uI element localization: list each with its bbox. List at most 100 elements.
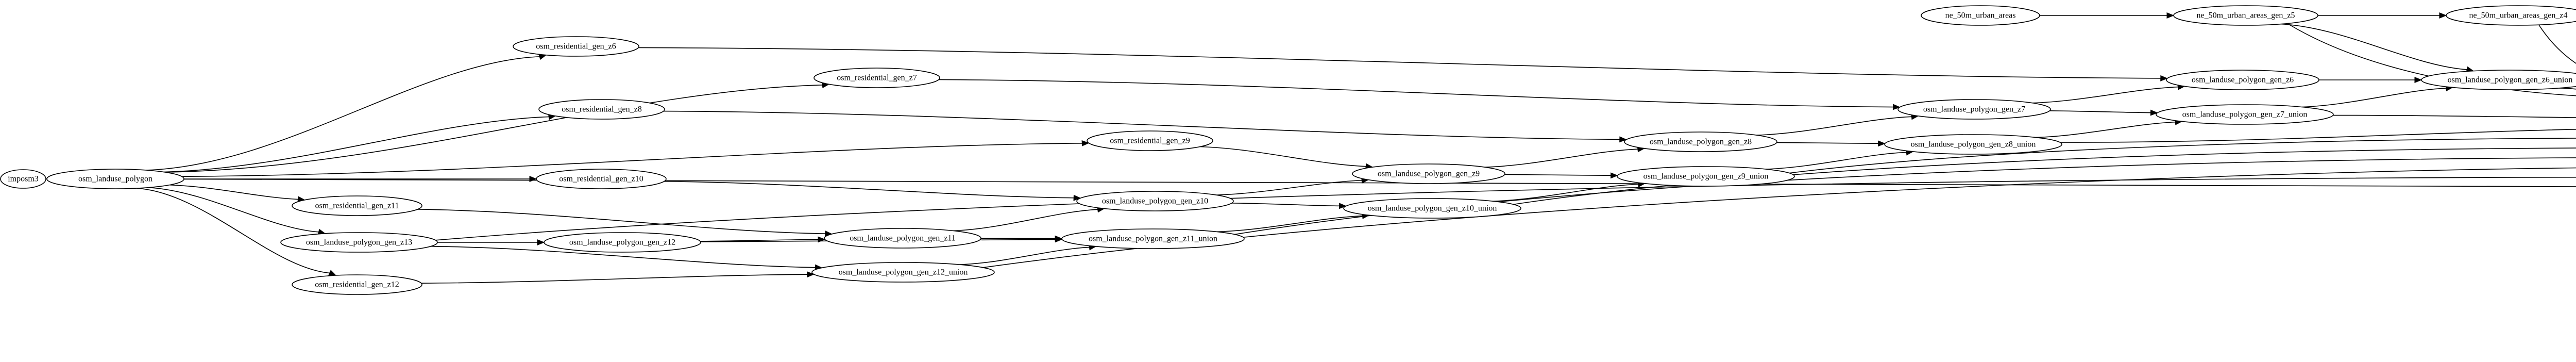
edge-arrowhead — [1073, 194, 1081, 201]
edge-arrowhead — [1611, 172, 1618, 179]
edge-osm_landuse_polygon_gen_z10-to-osm_landuse_polygon_gen_z9 — [1216, 179, 1363, 195]
edge-arrowhead — [1892, 104, 1901, 110]
edge-osm_landuse_polygon_gen_z12-to-osm_landuse_polygon_gen_z11 — [700, 239, 820, 242]
edge-arrowhead — [2166, 12, 2175, 19]
graph-node-osm_residential_gen_z6[interactable]: osm_residential_gen_z6 — [513, 36, 639, 57]
node-ellipse — [2166, 70, 2319, 90]
graph-node-osm_landuse_polygon_gen_z7[interactable]: osm_landuse_polygon_gen_z7 — [1897, 99, 2051, 120]
node-ellipse — [538, 99, 665, 120]
graph-node-osm_residential_gen_z12[interactable]: osm_residential_gen_z12 — [292, 274, 422, 295]
node-label: osm_residential_gen_z9 — [1110, 137, 1190, 145]
node-ellipse — [811, 262, 995, 283]
edge-osm_landuse_polygon-to-osm_residential_gen_z9 — [181, 142, 1083, 177]
edge-osm_residential_gen_z11-to-osm_landuse_polygon_gen_z11 — [417, 209, 826, 234]
graph-node-osm_landuse_polygon_gen_z7_union[interactable]: osm_landuse_polygon_gen_z7_union — [2156, 104, 2334, 125]
node-label: osm_landuse_polygon_gen_z6 — [2192, 76, 2294, 85]
node-label: osm_residential_gen_z12 — [315, 281, 399, 289]
edge-osm_landuse_polygon-to-osm_residential_gen_z7 — [165, 84, 824, 173]
edge-osm_residential_gen_z7-to-osm_landuse_polygon_gen_z7 — [938, 79, 1894, 108]
node-ellipse — [2156, 104, 2334, 125]
edge-arrowhead — [537, 239, 545, 245]
graph-node-osm_landuse_polygon_gen_z6_union[interactable]: osm_landuse_polygon_gen_z6_union — [2421, 70, 2576, 90]
node-label: osm_landuse_polygon_gen_z7_union — [2182, 110, 2308, 119]
edge-osm_landuse_polygon_gen_z7-to-osm_landuse_polygon_gen_z7_union — [2049, 110, 2152, 113]
edge-osm_residential_gen_z10-to-osm_landuse_polygon_gen_z10 — [664, 181, 1075, 199]
edge-osm_landuse_polygon_gen_z9_union-to-table-z9 — [1789, 138, 2576, 174]
node-ellipse — [46, 169, 184, 189]
edge-ne_50m_urban_areas_gen_z4-to-table-z4 — [2538, 24, 2576, 64]
edge-arrowhead — [2160, 75, 2168, 81]
graph-node-osm_residential_gen_z10[interactable]: osm_residential_gen_z10 — [536, 169, 667, 189]
node-label: osm_residential_gen_z11 — [315, 202, 399, 210]
edge-arrowhead — [1619, 136, 1628, 143]
graph-node-ne_50m_urban_areas[interactable]: ne_50m_urban_areas — [1921, 5, 2040, 26]
graph-node-osm_landuse_polygon_gen_z6[interactable]: osm_landuse_polygon_gen_z6 — [2166, 70, 2319, 90]
node-ellipse — [292, 274, 422, 295]
node-ellipse — [2446, 5, 2576, 26]
graph-node-osm_landuse_polygon_gen_z9[interactable]: osm_landuse_polygon_gen_z9 — [1352, 163, 1505, 184]
node-label: ne_50m_urban_areas_gen_z4 — [2469, 11, 2567, 20]
node-label: osm_landuse_polygon_gen_z10 — [1102, 197, 1208, 206]
node-ellipse — [544, 232, 701, 253]
node-label: osm_residential_gen_z8 — [562, 105, 642, 114]
graph-node-osm_residential_gen_z8[interactable]: osm_residential_gen_z8 — [538, 99, 665, 120]
node-ellipse — [292, 195, 422, 216]
node-ellipse — [2173, 5, 2318, 26]
graph-node-ne_50m_urban_areas_gen_z4[interactable]: ne_50m_urban_areas_gen_z4 — [2446, 5, 2576, 26]
edge-osm_landuse_polygon_gen_z13-to-osm_landuse_polygon_gen_z12_union — [431, 245, 817, 268]
edge-osm_landuse_polygon_gen_z12_union-to-osm_landuse_polygon_gen_z11_union — [960, 246, 1091, 265]
graph-node-osm_landuse_polygon_gen_z12[interactable]: osm_landuse_polygon_gen_z12 — [544, 232, 701, 253]
edge-arrowhead — [1055, 235, 1063, 242]
graph-node-osm_residential_gen_z11[interactable]: osm_residential_gen_z11 — [292, 195, 422, 216]
edge-osm_landuse_polygon_gen_z10_union-to-osm_landuse_polygon_gen_z9_union — [1493, 184, 1639, 202]
graph-node-osm_residential_gen_z7[interactable]: osm_residential_gen_z7 — [814, 68, 940, 88]
graph-node-ne_50m_urban_areas_gen_z5[interactable]: ne_50m_urban_areas_gen_z5 — [2173, 5, 2318, 26]
node-ellipse — [1087, 130, 1213, 151]
graph-node-osm_landuse_polygon_gen_z13[interactable]: osm_landuse_polygon_gen_z13 — [280, 232, 438, 253]
node-label: osm_landuse_polygon_gen_z11_union — [1089, 235, 1217, 243]
graph-node-osm_landuse_polygon_gen_z11_union[interactable]: osm_landuse_polygon_gen_z11_union — [1061, 228, 1245, 249]
graph-node-osm_landuse_polygon_gen_z11[interactable]: osm_landuse_polygon_gen_z11 — [824, 228, 981, 249]
node-ellipse — [1884, 134, 2062, 155]
edge-osm_landuse_polygon_gen_z9-to-osm_landuse_polygon_gen_z9_union — [1504, 174, 1612, 176]
edge-osm_landuse_polygon_gen_z7_union-to-table-z7 — [2333, 114, 2576, 118]
nodes-layer: imposm3 osm_landuse_polygon osm_residentia… — [0, 5, 2576, 295]
graph-node-osm_residential_gen_z9[interactable]: osm_residential_gen_z9 — [1087, 130, 1213, 151]
edge-arrowhead — [2414, 77, 2422, 83]
node-label: ne_50m_urban_areas_gen_z5 — [2196, 11, 2295, 20]
node-label: osm_landuse_polygon_gen_z12_union — [839, 268, 968, 277]
edge-osm_landuse_polygon_gen_z13-to-table-z13 — [435, 176, 2576, 241]
node-ellipse — [513, 36, 639, 57]
graph-node-osm_landuse_polygon_gen_z8_union[interactable]: osm_landuse_polygon_gen_z8_union — [1884, 134, 2062, 155]
edge-osm_residential_gen_z8-to-osm_landuse_polygon_gen_z8 — [663, 110, 1621, 140]
graph-node-osm_landuse_polygon_gen_z10_union[interactable]: osm_landuse_polygon_gen_z10_union — [1343, 198, 1521, 219]
edge-osm_landuse_polygon_gen_z11-to-osm_landuse_polygon_gen_z10 — [953, 209, 1099, 232]
node-ellipse — [1624, 131, 1777, 152]
edge-arrowhead — [807, 271, 815, 278]
node-label: osm_landuse_polygon_gen_z13 — [306, 238, 412, 247]
node-ellipse — [1897, 99, 2051, 120]
edge-osm_landuse_polygon_gen_z8_union-to-table-z8 — [2060, 129, 2576, 143]
edge-osm_landuse_polygon-to-osm_landuse_polygon_gen_z13 — [148, 187, 320, 233]
node-ellipse — [1343, 198, 1521, 219]
graph-node-osm_landuse_polygon_gen_z8[interactable]: osm_landuse_polygon_gen_z8 — [1624, 131, 1777, 152]
graph-node-osm_landuse_polygon_gen_z9_union[interactable]: osm_landuse_polygon_gen_z9_union — [1617, 166, 1795, 187]
edge-arrowhead — [328, 270, 337, 276]
graph-node-imposm3[interactable]: imposm3 — [0, 169, 46, 189]
node-label: osm_landuse_polygon_gen_z9 — [1378, 170, 1480, 178]
edge-arrowhead — [1878, 140, 1886, 147]
edge-arrowhead — [1338, 203, 1347, 209]
edge-arrowhead — [2439, 12, 2447, 19]
node-label: osm_residential_gen_z6 — [536, 42, 616, 51]
node-label: osm_landuse_polygon_gen_z8 — [1650, 138, 1752, 146]
node-ellipse — [1617, 166, 1795, 187]
edge-osm_landuse_polygon_gen_z6_union-to-table-z6 — [2558, 88, 2576, 90]
graph-node-osm_landuse_polygon_gen_z12_union[interactable]: osm_landuse_polygon_gen_z12_union — [811, 262, 995, 283]
edge-osm_landuse_polygon_gen_z7-to-osm_landuse_polygon_gen_z6 — [2032, 86, 2179, 104]
edge-osm_landuse_polygon_gen_z8_union-to-osm_landuse_polygon_gen_z7_union — [2036, 121, 2177, 138]
graph-node-osm_landuse_polygon_gen_z10[interactable]: osm_landuse_polygon_gen_z10 — [1076, 191, 1234, 211]
graph-node-osm_landuse_polygon[interactable]: osm_landuse_polygon — [46, 169, 184, 189]
node-label: imposm3 — [8, 175, 39, 184]
edge-osm_landuse_polygon_gen_z9-to-osm_landuse_polygon_gen_z8 — [1485, 149, 1639, 168]
